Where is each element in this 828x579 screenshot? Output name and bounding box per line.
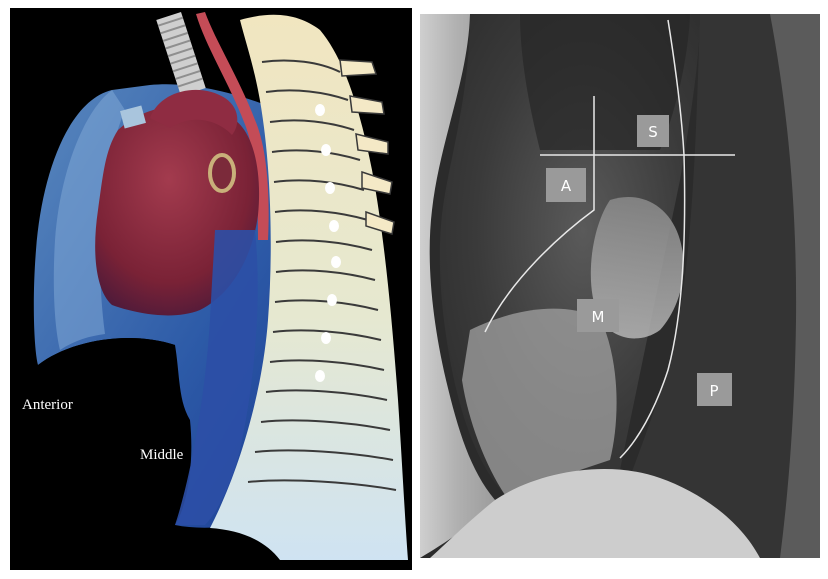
region-label-a: A	[546, 168, 586, 202]
pulmonary-vessel	[210, 155, 234, 191]
region-label-m-text: M	[592, 308, 605, 326]
region-label-s: S	[637, 115, 669, 147]
label-anterior: Anterior	[22, 397, 73, 413]
label-posterior: Posterior	[218, 569, 285, 579]
label-middle: Middle	[140, 447, 184, 463]
region-label-m: M	[577, 299, 619, 332]
region-label-p-text: P	[709, 382, 718, 400]
region-label-p: P	[697, 373, 732, 406]
region-label-s-text: S	[648, 123, 658, 141]
lateral-chest-xray: S A M P	[420, 14, 820, 558]
anatomy-illustration: Anterior Middle Posterior	[10, 8, 412, 579]
region-label-a-text: A	[561, 177, 572, 195]
